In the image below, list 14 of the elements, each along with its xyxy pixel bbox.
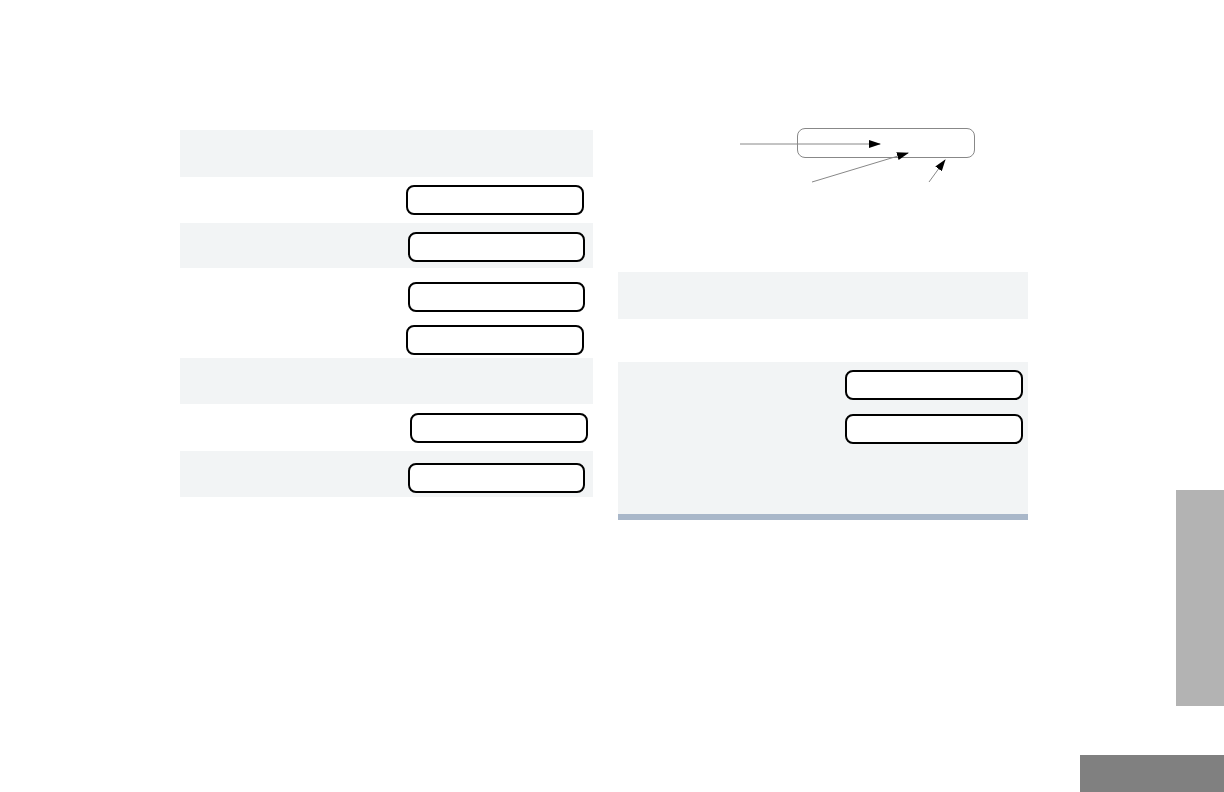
leader-line	[928, 159, 946, 183]
display-box	[845, 414, 1023, 444]
display-box	[406, 185, 584, 215]
display-box	[845, 370, 1023, 400]
side-tab	[1176, 490, 1224, 706]
display-box	[408, 282, 585, 312]
display-box	[408, 232, 585, 262]
display-box	[797, 128, 975, 158]
page-tab	[1080, 755, 1224, 792]
display-box	[408, 463, 585, 493]
display-box	[406, 325, 584, 355]
leader-line	[811, 152, 909, 183]
display-box	[410, 413, 588, 443]
leader-line	[739, 140, 881, 148]
